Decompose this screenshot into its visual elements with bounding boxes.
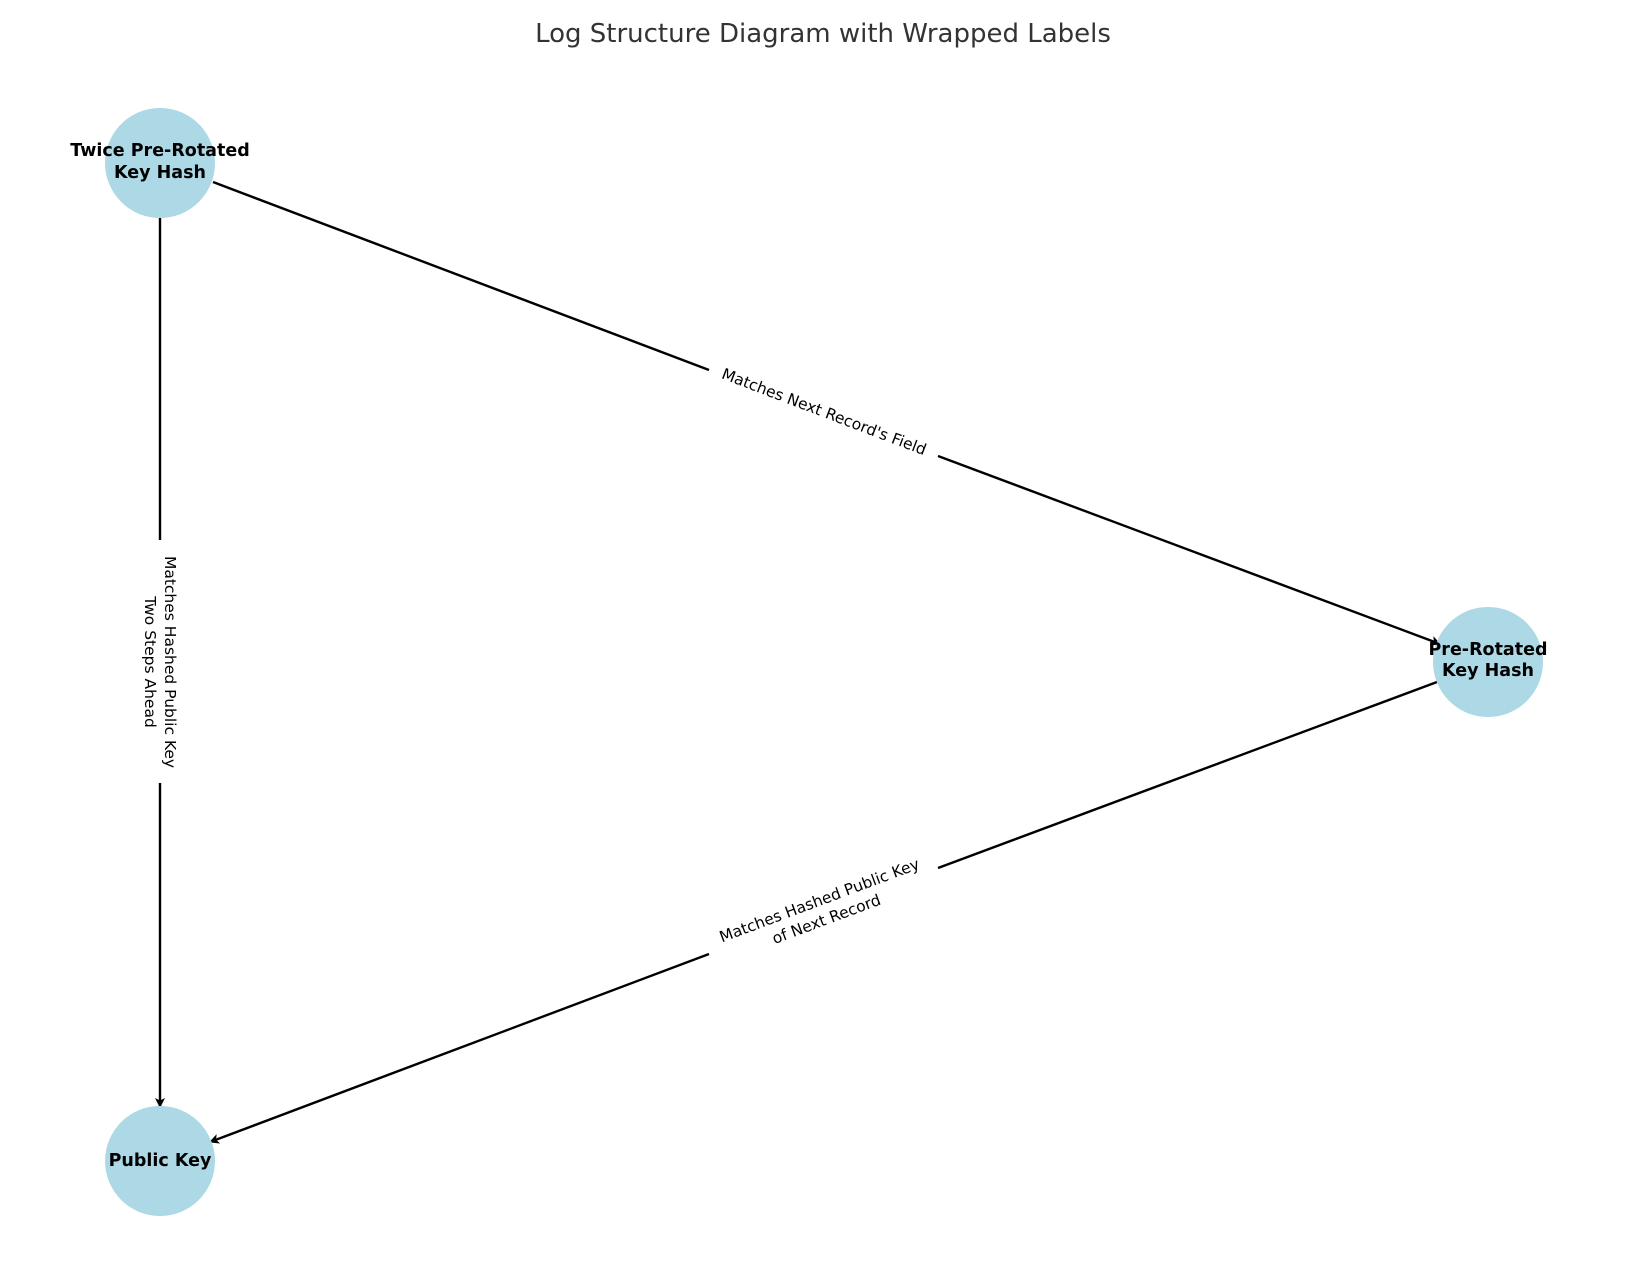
node-circle [105,1106,215,1216]
edge-label-pre-to-pub: Matches Hashed Public Key of Next Record [717,855,922,948]
edge-label-line: Two Steps Ahead [141,595,159,728]
edge-pre-to-pub [209,680,1438,1144]
node-circle [105,108,215,218]
edge-twice-to-pre [212,180,1441,646]
node-label: Public Key [109,1151,212,1171]
node-pre-rotated-key-hash: Pre-Rotated Key Hash [1428,607,1548,717]
node-public-key: Public Key [105,1106,215,1216]
node-circle [1433,607,1543,717]
edge-label-line: Matches Hashed Public Key [161,556,179,768]
edge-line [937,680,1438,870]
diagram-title: Log Structure Diagram with Wrapped Label… [535,19,1111,49]
node-label: Key Hash [114,163,206,183]
node-label: Pre-Rotated [1428,640,1547,660]
edge-line [209,952,710,1144]
edge-label-twice-to-pub: Matches Hashed Public Key Two Steps Ahea… [141,556,179,768]
node-label: Twice Pre-Rotated [70,141,250,161]
edge-label-twice-to-pre: Matches Next Record's Field [719,365,929,459]
edge-line [212,180,710,372]
edge-label-line: Matches Hashed Public Key [717,855,922,946]
edge-line [937,454,1441,646]
node-label: Key Hash [1442,661,1534,681]
node-twice-pre-rotated-key-hash: Twice Pre-Rotated Key Hash [70,108,250,218]
